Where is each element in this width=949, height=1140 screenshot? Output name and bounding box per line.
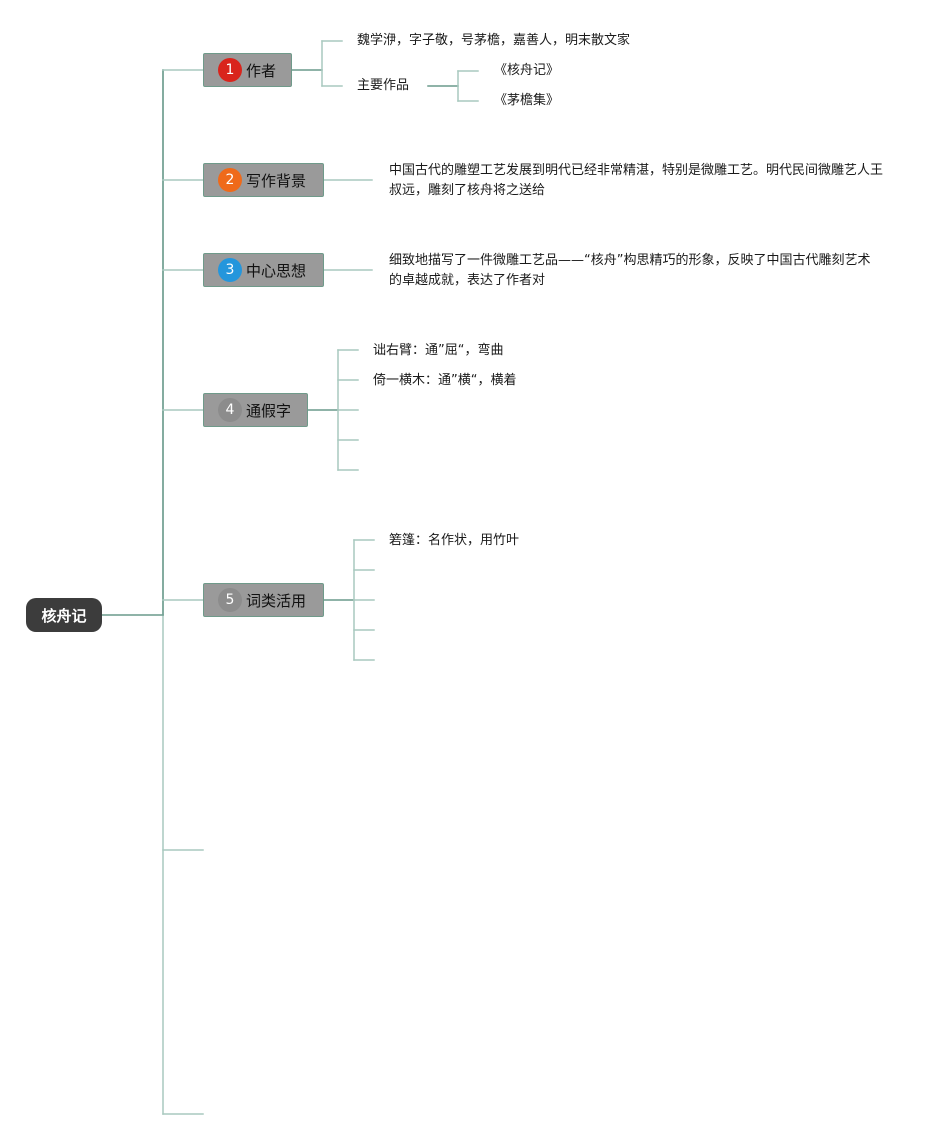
number-1-icon: 1 — [218, 58, 242, 82]
number-2-icon: 2 — [218, 168, 242, 192]
number-4-icon: 4 — [218, 398, 242, 422]
number-3-icon: 3 — [218, 258, 242, 282]
branch-central-idea-label: 中心思想 — [246, 261, 307, 280]
branch-background[interactable]: 2 写作背景 — [203, 163, 324, 197]
tongjiazi-item-2[interactable]: 倚一横木：通”横“，横着 — [373, 373, 517, 388]
background-text[interactable]: 中国古代的雕塑工艺发展到明代已经非常精湛，特别是微雕工艺。明代民间微雕艺人王叔远… — [389, 163, 884, 198]
branch-central-idea[interactable]: 3 中心思想 — [203, 253, 324, 287]
work-item-2[interactable]: 《茅檐集》 — [494, 93, 560, 108]
work-item-1[interactable]: 《核舟记》 — [494, 63, 560, 78]
branch-author[interactable]: 1 作者 — [203, 53, 292, 87]
branch-word-class-label: 词类活用 — [246, 591, 307, 610]
branch-tongjiazi[interactable]: 4 通假字 — [203, 393, 308, 427]
branch-word-class[interactable]: 5 词类活用 — [203, 583, 324, 617]
root-topic-label: 核舟记 — [41, 606, 87, 625]
branch-tongjiazi-label: 通假字 — [246, 401, 292, 420]
author-info[interactable]: 魏学洢，字子敬，号茅檐，嘉善人，明末散文家 — [357, 33, 631, 48]
branch-author-label: 作者 — [246, 61, 277, 80]
word-class-item-1[interactable]: 箬篷：名作状，用竹叶 — [389, 533, 520, 548]
branch-background-label: 写作背景 — [246, 171, 307, 190]
main-works[interactable]: 主要作品 — [357, 78, 410, 93]
tongjiazi-item-1[interactable]: 诎右臂：通”屈“，弯曲 — [373, 343, 504, 358]
central-idea-text[interactable]: 细致地描写了一件微雕工艺品——“核舟”构思精巧的形象，反映了中国古代雕刻艺术的卓… — [389, 253, 871, 288]
root-topic[interactable]: 核舟记 — [26, 598, 102, 632]
number-5-icon: 5 — [218, 588, 242, 612]
